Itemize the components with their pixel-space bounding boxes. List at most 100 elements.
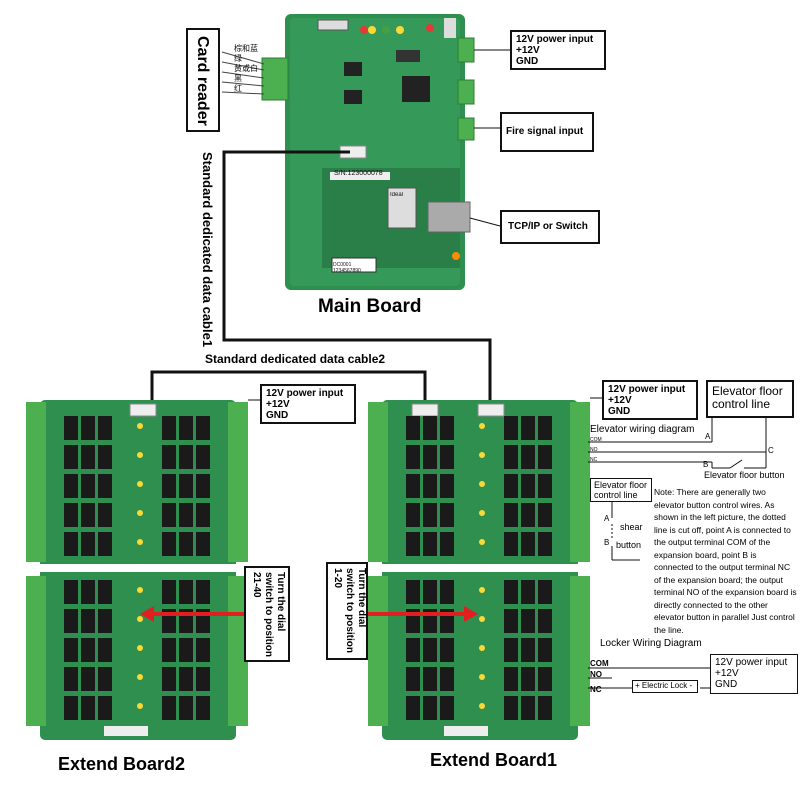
extend2-power-box: 12V power input +12V GND bbox=[260, 384, 356, 424]
relay bbox=[81, 474, 95, 498]
relay bbox=[406, 474, 420, 498]
relay bbox=[538, 580, 552, 604]
locker-power-line3: GND bbox=[715, 679, 738, 690]
card-reader-title: Card reader bbox=[194, 36, 211, 126]
relay bbox=[162, 532, 176, 556]
relay bbox=[504, 580, 518, 604]
relay bbox=[504, 667, 518, 691]
wire-label: 红 bbox=[234, 84, 242, 93]
status-led bbox=[137, 703, 143, 709]
main-power-line1: 12V power input bbox=[516, 34, 594, 45]
elevator-wiring-title: Elevator wiring diagram bbox=[590, 424, 695, 435]
status-led bbox=[137, 587, 143, 593]
relay bbox=[440, 532, 454, 556]
card-reader-wire-labels: 棕和蓝 绿 黄或白 黑 红 bbox=[234, 44, 258, 94]
relay bbox=[64, 532, 78, 556]
relay bbox=[64, 416, 78, 440]
relay bbox=[406, 667, 420, 691]
relay bbox=[162, 416, 176, 440]
elevator-small-point-a: A bbox=[604, 514, 610, 523]
relay bbox=[196, 532, 210, 556]
relay bbox=[521, 667, 535, 691]
elevator-small-lines bbox=[611, 500, 640, 561]
relay bbox=[504, 416, 518, 440]
extend-board2-pcb bbox=[26, 400, 248, 740]
relay bbox=[98, 416, 112, 440]
locker-power-line2: +12V bbox=[715, 668, 739, 679]
status-led bbox=[137, 481, 143, 487]
relay bbox=[196, 667, 210, 691]
electric-lock-label: + Electric Lock - bbox=[635, 681, 693, 690]
relay bbox=[64, 609, 78, 633]
relay bbox=[98, 667, 112, 691]
card-reader-wires bbox=[221, 51, 265, 95]
relay bbox=[504, 532, 518, 556]
relay bbox=[504, 474, 518, 498]
fire-signal-label: Fire signal input bbox=[506, 126, 584, 137]
status-led bbox=[137, 645, 143, 651]
main-board-pcb bbox=[261, 14, 475, 290]
wire-label: 绿 bbox=[234, 54, 242, 63]
elevator-small-shear: shear bbox=[620, 522, 643, 532]
relay bbox=[406, 445, 420, 469]
relay bbox=[406, 580, 420, 604]
relay bbox=[440, 416, 454, 440]
cable1-label: Standard dedicated data cable1 bbox=[200, 152, 215, 348]
locker-wiring-lines bbox=[588, 667, 712, 689]
main-board-barcode: DC0001 1234567890 bbox=[333, 262, 361, 274]
relay bbox=[162, 667, 176, 691]
extend1-power-line3: GND bbox=[608, 406, 631, 417]
main-power-line2: +12V bbox=[516, 45, 540, 56]
locker-nc: NC bbox=[590, 685, 602, 694]
relay bbox=[196, 474, 210, 498]
relay bbox=[504, 503, 518, 527]
relay bbox=[521, 696, 535, 720]
locker-title: Locker Wiring Diagram bbox=[600, 638, 702, 649]
extend2-power-line2: +12V bbox=[266, 399, 290, 410]
relay bbox=[162, 580, 176, 604]
status-led bbox=[479, 674, 485, 680]
dial-board1-box: Turn the dial switch to position 1-20 bbox=[326, 562, 368, 660]
relay bbox=[81, 416, 95, 440]
relay bbox=[81, 609, 95, 633]
relay bbox=[521, 580, 535, 604]
relay bbox=[98, 474, 112, 498]
relay bbox=[521, 532, 535, 556]
status-led bbox=[137, 539, 143, 545]
relay bbox=[423, 416, 437, 440]
relay bbox=[81, 638, 95, 662]
status-led bbox=[137, 616, 143, 622]
elevator-small-box: Elevator floor control line bbox=[590, 478, 652, 502]
extend-board1-label: Extend Board1 bbox=[430, 750, 558, 770]
relay bbox=[196, 580, 210, 604]
relay bbox=[196, 445, 210, 469]
wire-label: 黄或白 bbox=[234, 64, 258, 73]
status-led bbox=[479, 481, 485, 487]
relay bbox=[179, 532, 193, 556]
relay bbox=[521, 416, 535, 440]
status-led bbox=[479, 616, 485, 622]
relay bbox=[423, 445, 437, 469]
relay bbox=[521, 474, 535, 498]
relay bbox=[64, 580, 78, 604]
main-power-box: 12V power input +12V GND bbox=[510, 30, 606, 70]
status-led bbox=[137, 452, 143, 458]
elevator-floor-control-box: Elevator floor control line bbox=[706, 380, 794, 418]
elevator-terminal-no: NO bbox=[590, 447, 598, 453]
relay bbox=[179, 638, 193, 662]
relay bbox=[504, 445, 518, 469]
relay bbox=[538, 696, 552, 720]
dial-arrows bbox=[140, 606, 478, 622]
wire-label: 棕和蓝 bbox=[234, 44, 258, 53]
relay bbox=[440, 638, 454, 662]
card-reader-box: Card reader bbox=[186, 28, 220, 132]
elevator-terminal-com: COM bbox=[590, 437, 602, 443]
elevator-small-label: Elevator floor control line bbox=[594, 480, 648, 500]
relay bbox=[423, 667, 437, 691]
elevator-point-c: C bbox=[768, 446, 774, 455]
relay bbox=[179, 580, 193, 604]
relay bbox=[504, 638, 518, 662]
main-power-line3: GND bbox=[516, 56, 539, 67]
relay bbox=[162, 503, 176, 527]
elevator-point-b: B bbox=[703, 460, 709, 469]
